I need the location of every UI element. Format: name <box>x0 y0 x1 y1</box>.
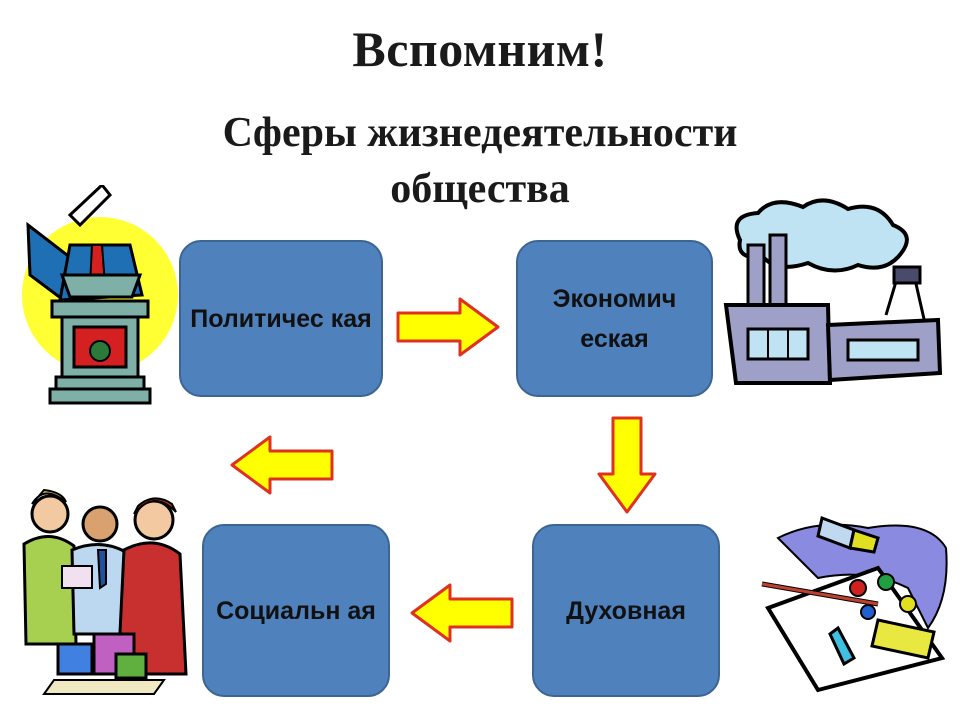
politician-podium-icon <box>22 185 178 405</box>
arrow-left-icon <box>230 435 334 495</box>
sphere-political-label: Политичес кая <box>190 304 372 333</box>
sphere-spiritual-label: Духовная <box>566 596 686 625</box>
slide-subtitle: Сферы жизнедеятельности общества <box>222 110 738 212</box>
art-palette-icon <box>761 515 948 693</box>
arrow-left-icon <box>410 583 514 643</box>
sphere-economic-label: Экономич еская <box>552 284 677 353</box>
arrow-right-icon <box>396 297 500 357</box>
arrow-down-icon <box>597 416 657 514</box>
sphere-spiritual-box: Духовная <box>532 524 720 697</box>
sphere-economic-box: Экономич еская <box>516 240 713 397</box>
slide-title: Вспомним! <box>352 21 608 77</box>
sphere-social-box: Социальн ая <box>202 524 390 697</box>
family-gifts-icon <box>22 488 188 695</box>
factory-icon <box>723 198 943 385</box>
sphere-political-box: Политичес кая <box>179 240 383 397</box>
sphere-social-label: Социальн ая <box>216 596 376 625</box>
